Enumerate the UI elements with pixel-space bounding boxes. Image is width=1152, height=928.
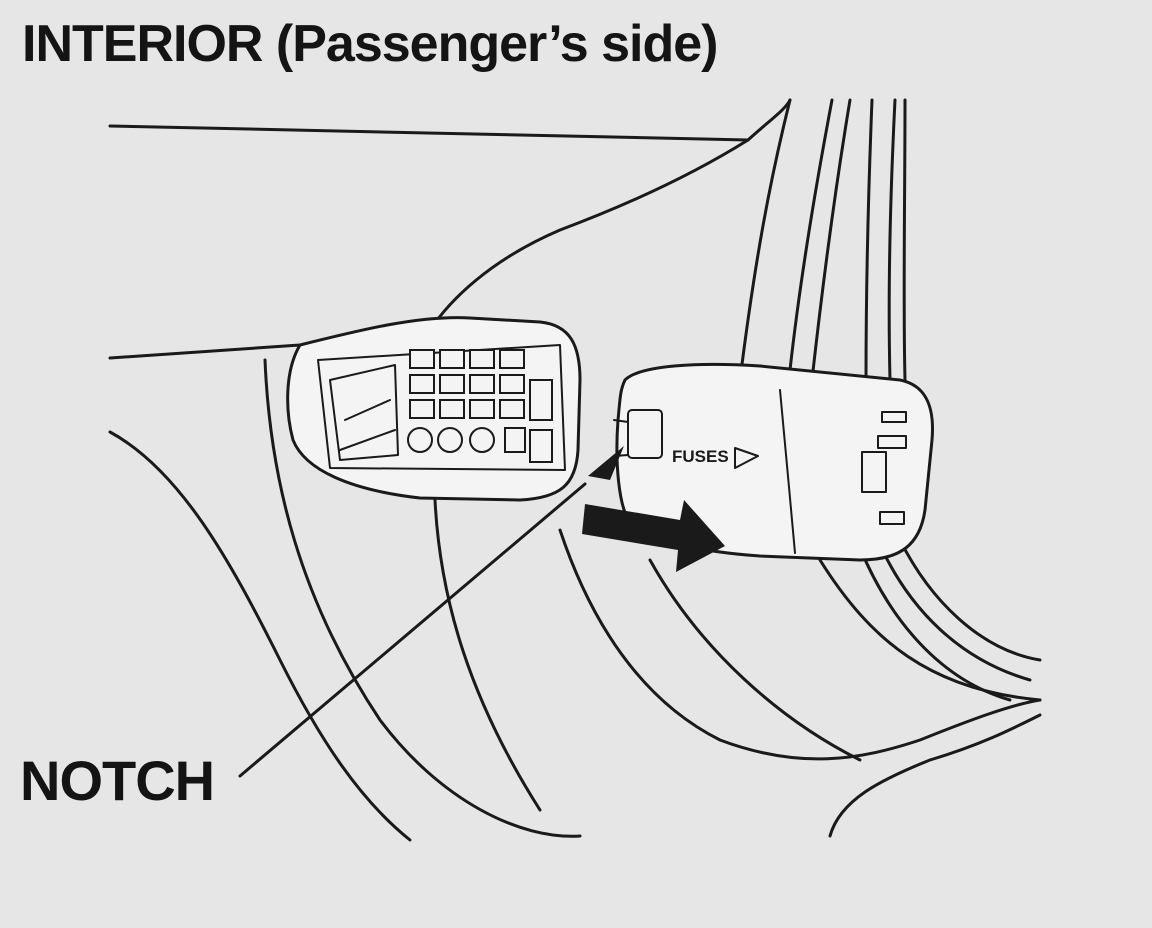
notch-leader-line [238, 482, 587, 778]
arrowhead-icon [588, 446, 624, 480]
notch-callout-label: NOTCH [20, 749, 215, 812]
dashboard-outline [108, 98, 1042, 842]
lid-label: FUSES [672, 447, 729, 466]
diagram-title: INTERIOR (Passenger’s side) [22, 15, 718, 73]
arrow-right-icon [582, 500, 725, 572]
fuse-cells [407, 349, 553, 463]
fuse-box-lid: FUSES [613, 362, 935, 562]
fuse-box [286, 316, 582, 502]
wiring-harness [738, 98, 1042, 702]
